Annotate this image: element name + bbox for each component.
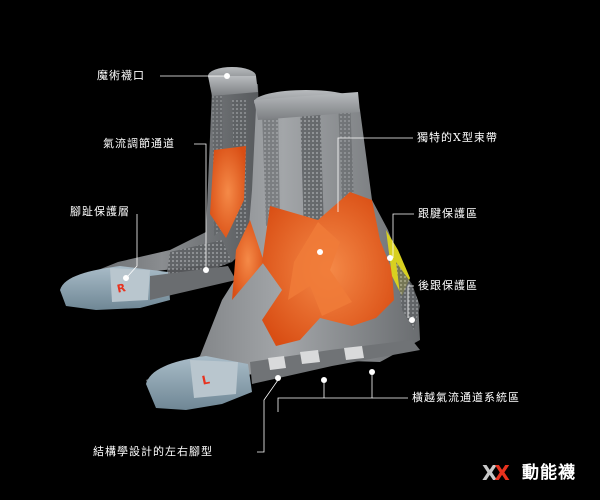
label-cuff: 魔術襪口 <box>97 69 145 82</box>
label-heel: 後跟保護區 <box>418 279 478 292</box>
label-achilles: 跟腱保護區 <box>418 207 478 220</box>
leader-dots <box>123 73 415 383</box>
right-sock <box>60 67 262 310</box>
label-x-band: 獨特的X型束帶 <box>417 131 498 144</box>
label-toe-layer: 腳趾保護層 <box>70 205 130 218</box>
brand-logo: XX 動能襪 <box>476 456 594 490</box>
right-foot-mark: R <box>116 281 128 296</box>
brand-x-mark: XX <box>482 461 510 485</box>
brand-x-right: X <box>494 461 510 485</box>
left-foot-mark: L <box>201 372 212 387</box>
label-cross-airflow: 橫越氣流通道系統區 <box>412 391 520 404</box>
leader-lines <box>127 75 414 453</box>
brand-text: 動能襪 <box>522 463 576 483</box>
brand-x-left: X <box>482 461 498 485</box>
left-sock <box>146 90 420 410</box>
label-airflow-channel: 氣流調節通道 <box>103 137 175 150</box>
label-anatomic: 結構學設計的左右腳型 <box>93 445 213 458</box>
